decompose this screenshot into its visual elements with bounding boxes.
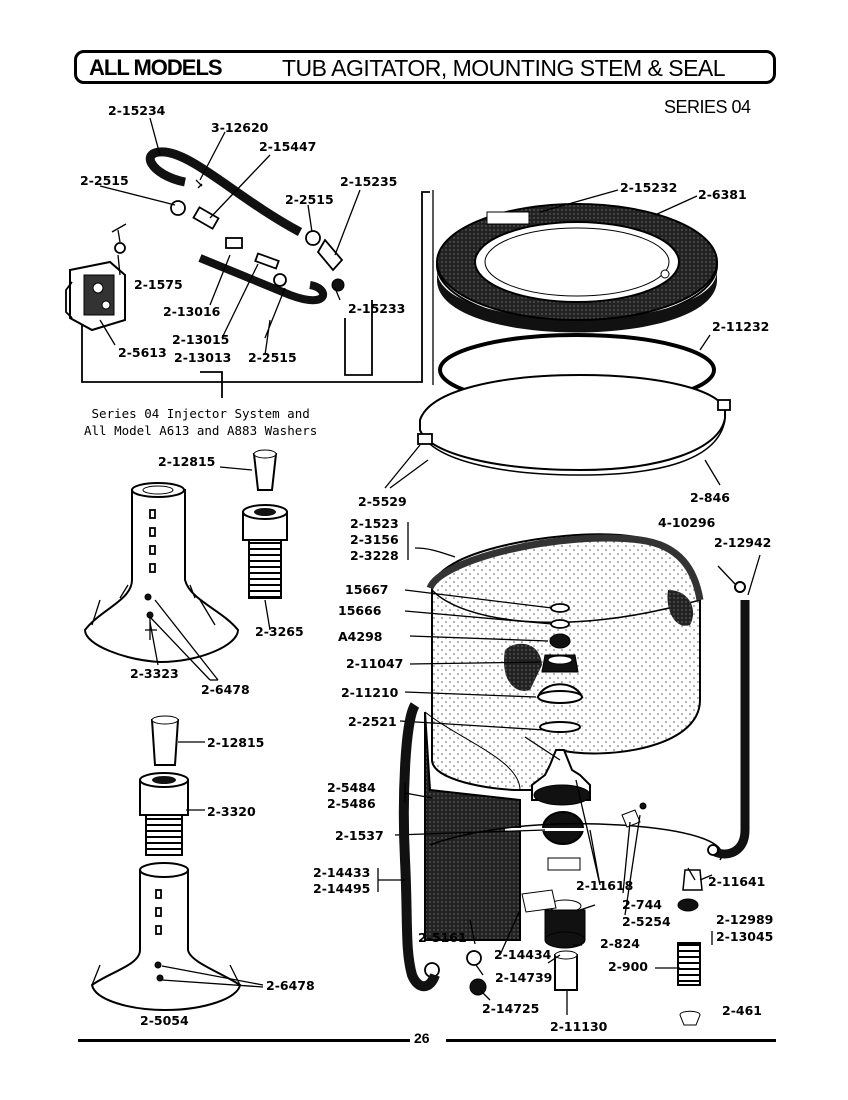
part-label: 2-11232: [712, 319, 769, 334]
part-label: 2-14433: [313, 865, 370, 880]
label-brackets: [377, 783, 713, 945]
injector-system-group: [65, 117, 430, 398]
part-label: 2-2515: [285, 192, 334, 207]
part-label: 2-15232: [620, 180, 677, 195]
agitator-lower: [90, 715, 264, 1012]
part-label: 2-11618: [576, 878, 633, 893]
part-label: 2-11047: [346, 656, 403, 671]
part-label: 2-14725: [482, 1001, 539, 1016]
part-label: 4-10296: [658, 515, 716, 530]
part-label: 2-824: [600, 936, 640, 951]
drain-hoses: [398, 554, 761, 992]
part-label: 2-11130: [550, 1019, 608, 1034]
part-label: 2-12989: [716, 912, 773, 927]
footer-rule-right: [446, 1039, 776, 1042]
part-label: 2-15235: [340, 174, 397, 189]
part-label: 2-3323: [130, 666, 179, 681]
part-label: 2-13016: [163, 304, 221, 319]
part-label: 2-5486: [327, 796, 376, 811]
models-label: ALL MODELS: [89, 55, 223, 80]
page-title: TUB AGITATOR, MOUNTING STEM & SEAL: [282, 55, 726, 81]
tub-ring: [419, 373, 726, 472]
part-label: 2-14495: [313, 881, 370, 896]
part-label: 2-1575: [134, 277, 183, 292]
header-banner: ALL MODELS TUB AGITATOR, MOUNTING STEM &…: [74, 50, 776, 84]
part-label: 2-13013: [174, 350, 231, 365]
part-label: 2-14434: [494, 947, 552, 962]
injector-system-caption: Series 04 Injector System and All Model …: [84, 405, 317, 439]
part-label: 2-2515: [248, 350, 297, 365]
agitator-cap-and-stem-upper: [219, 449, 288, 631]
part-label: 2-1523: [350, 516, 399, 531]
injector-pump: [65, 260, 126, 332]
page-number: 26: [414, 1030, 430, 1046]
part-label: 2-12942: [714, 535, 771, 550]
part-label: 2-12815: [207, 735, 264, 750]
part-label: 15666: [338, 603, 382, 618]
footer-rule-left: [78, 1039, 410, 1042]
part-label: 2-5054: [140, 1013, 189, 1028]
part-label: 2-3320: [207, 804, 256, 819]
part-label: 2-5529: [358, 494, 407, 509]
inlet-hose: [145, 147, 303, 236]
part-label: A4298: [338, 629, 382, 644]
part-label: 2-5484: [327, 780, 376, 795]
part-label: 2-2521: [348, 714, 397, 729]
part-label: 15667: [345, 582, 389, 597]
part-label: 2-744: [622, 897, 662, 912]
injector-hose: [198, 254, 328, 305]
part-label: 2-14739: [495, 970, 552, 985]
hose-clamp: [170, 200, 186, 216]
part-label: 3-12620: [211, 120, 269, 135]
part-label: 2-1537: [335, 828, 384, 843]
part-label: 2-13015: [172, 332, 229, 347]
part-labels: 2-15234 3-12620 2-15447 2-2515 2-15235 2…: [80, 103, 773, 1034]
center-stem-stack: [394, 589, 723, 1026]
part-label: 2-12815: [158, 454, 215, 469]
tub-cover-ring: [384, 189, 731, 489]
part-label: 2-11641: [708, 874, 765, 889]
part-label: 2-461: [722, 1003, 762, 1018]
caption-line-1: Series 04 Injector System and: [91, 406, 310, 421]
part-label: 2-900: [608, 959, 648, 974]
part-label: 2-15447: [259, 139, 316, 154]
caption-line-2: All Model A613 and A883 Washers: [84, 423, 318, 438]
part-label: 2-15234: [108, 103, 166, 118]
agitator-upper: [83, 482, 240, 681]
series-label: SERIES 04: [664, 97, 751, 117]
part-label: 2-6478: [201, 682, 250, 697]
part-label: 2-846: [690, 490, 730, 505]
part-label: 2-11210: [341, 685, 399, 700]
part-label: 2-15233: [348, 301, 405, 316]
part-label: 2-3228: [350, 548, 399, 563]
part-label: 2-3265: [255, 624, 304, 639]
part-label: 2-5161: [418, 930, 467, 945]
part-label: 2-5613: [118, 345, 167, 360]
part-label: 2-3156: [350, 532, 399, 547]
part-label: 2-5254: [622, 914, 671, 929]
part-label: 2-6381: [698, 187, 747, 202]
tub-outer-wrap: [424, 711, 521, 941]
part-label: 2-13045: [716, 929, 773, 944]
group-bracket-line: [81, 191, 430, 383]
tee-fitting: [192, 206, 220, 230]
part-label: 2-6478: [266, 978, 315, 993]
part-label: 2-2515: [80, 173, 129, 188]
